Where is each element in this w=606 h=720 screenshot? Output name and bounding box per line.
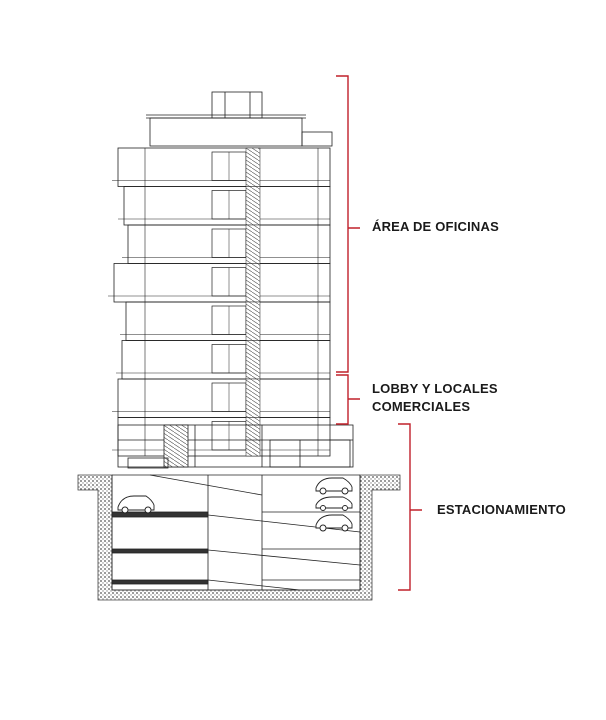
stair-flight [245, 263, 261, 303]
stair-flight [245, 147, 261, 187]
parking-label: ESTACIONAMIENTO [437, 502, 566, 517]
elevator-core [211, 147, 261, 457]
zone-brackets [336, 75, 422, 591]
stair-flight [245, 186, 261, 226]
lobby-level [117, 424, 354, 469]
offices-bracket [336, 75, 360, 373]
parking-basement [111, 474, 361, 591]
parking-bracket [398, 423, 422, 591]
car-icon [117, 495, 155, 514]
stair-flight [245, 378, 261, 418]
car-icon [315, 477, 353, 495]
stair-flight [245, 224, 261, 264]
roof-structure [146, 91, 333, 147]
car-icon [315, 496, 353, 511]
stair-flight [245, 340, 261, 380]
lobby-label: LOBBY Y LOCALES COMERCIALES [372, 381, 498, 414]
car-icon [315, 514, 353, 532]
office-floors [108, 147, 331, 457]
offices-label: ÁREA DE OFICINAS [372, 219, 499, 234]
stair-flight [245, 301, 261, 341]
lobby-bracket [336, 374, 360, 425]
stair-flight [245, 417, 261, 457]
